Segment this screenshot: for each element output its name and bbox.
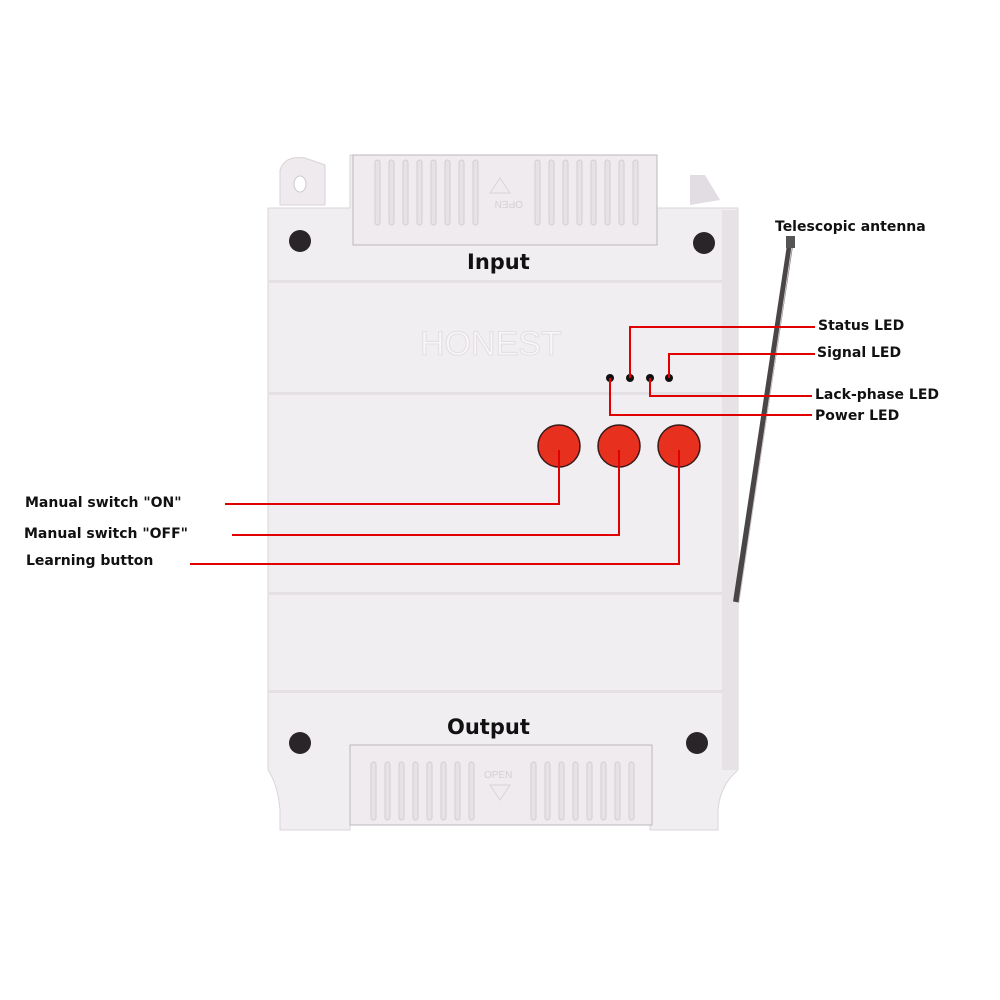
leader-status [629, 326, 815, 378]
vent-slot [590, 159, 597, 226]
leader-power [609, 378, 812, 416]
vent-slot [374, 159, 381, 226]
vent-slot [534, 159, 541, 226]
arrow-up-icon [489, 177, 511, 194]
vent-slot [426, 761, 433, 821]
vent-slot [604, 159, 611, 226]
vent-slot [458, 159, 465, 226]
screw-hole-icon [289, 732, 311, 754]
antenna-tip-icon [786, 236, 795, 248]
signal-led-label: Signal LED [817, 345, 902, 361]
status-led-label: Status LED [818, 318, 905, 334]
vent-slot [576, 159, 583, 226]
vent-slot [562, 159, 569, 226]
vent-slot [618, 159, 625, 226]
vent-slot [370, 761, 377, 821]
vent-slot [614, 761, 621, 821]
lack-phase-led-label: Lack-phase LED [815, 387, 940, 403]
vent-slot [600, 761, 607, 821]
leader-manual-on [225, 450, 560, 505]
cover-bottom-open-label: OPEN [484, 770, 512, 781]
vent-slot [412, 761, 419, 821]
input-label: Input [467, 250, 530, 274]
vent-slot [558, 761, 565, 821]
brand-logo: HONEST [420, 325, 562, 363]
screw-hole-icon [686, 732, 708, 754]
power-led-label: Power LED [815, 408, 900, 424]
screw-hole-icon [693, 232, 715, 254]
vent-slot [548, 159, 555, 226]
cover-top-open-label: OPEN [495, 198, 523, 209]
vent-slot [384, 761, 391, 821]
leader-lack-phase [649, 378, 812, 397]
vent-slot [468, 761, 475, 821]
leader-manual-off [232, 450, 620, 536]
vent-slot [388, 159, 395, 226]
manual-off-label: Manual switch "OFF" [24, 526, 188, 542]
vent-slot [628, 761, 635, 821]
vent-slot [586, 761, 593, 821]
learning-label: Learning button [26, 553, 154, 569]
vent-slot [530, 761, 537, 821]
vent-slot [416, 159, 423, 226]
vent-slot [430, 159, 437, 226]
arrow-down-icon [489, 784, 511, 801]
leader-lines [190, 326, 815, 565]
antenna-label: Telescopic antenna [775, 219, 926, 235]
vent-slot [398, 761, 405, 821]
vent-slot [454, 761, 461, 821]
vent-slot [402, 159, 409, 226]
leader-signal [668, 353, 815, 378]
manual-on-label: Manual switch "ON" [25, 495, 182, 511]
output-label: Output [447, 715, 530, 739]
screw-hole-icon [289, 230, 311, 252]
vent-slot [440, 761, 447, 821]
vent-slot [632, 159, 639, 226]
leader-learning [190, 450, 680, 565]
vent-slot [472, 159, 479, 226]
vent-slot [444, 159, 451, 226]
vent-slot [544, 761, 551, 821]
vent-slots [370, 159, 639, 821]
vent-slot [572, 761, 579, 821]
telescopic-antenna [733, 236, 795, 603]
